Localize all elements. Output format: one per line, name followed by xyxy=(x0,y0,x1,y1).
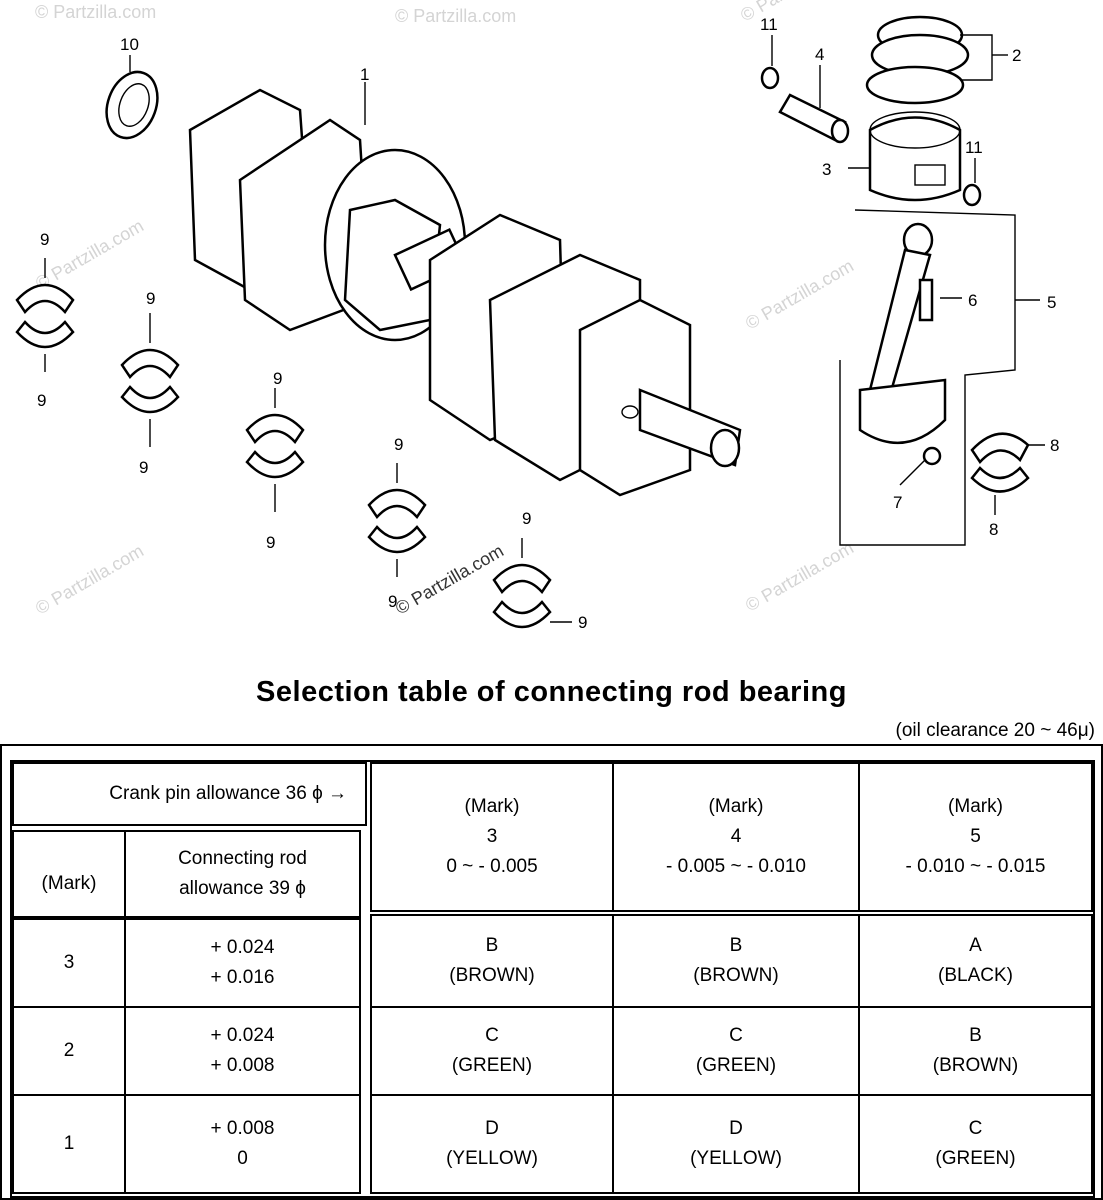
bearing-grade-label: D (YELLOW) xyxy=(446,1118,538,1169)
row-allowance-label: + 0.008 0 xyxy=(210,1118,275,1169)
piston-rings-icon xyxy=(865,15,1008,105)
row-mark-3: 3 xyxy=(12,918,126,1008)
column-header-label: (Mark) 5 - 0.010 ~ - 0.015 xyxy=(905,796,1046,877)
column-header-label: (Mark) 3 0 ~ - 0.005 xyxy=(446,796,538,877)
callout-label: 11 xyxy=(760,15,778,34)
row-allowance-2: + 0.024 + 0.008 xyxy=(124,1006,361,1096)
watermark: © Partzilla.com xyxy=(742,255,857,333)
piston-icon xyxy=(848,111,962,202)
bearing-grade-label: B (BROWN) xyxy=(932,1025,1019,1076)
column-header-mark-4: (Mark) 4 - 0.005 ~ - 0.010 xyxy=(612,762,860,912)
watermark: © Partzilla.com xyxy=(392,540,507,618)
table-title: Selection table of connecting rod bearin… xyxy=(256,676,847,708)
callout-label: 2 xyxy=(1012,46,1021,65)
row-allowance-label: + 0.024 + 0.008 xyxy=(210,1025,275,1076)
rod-bearing-icon xyxy=(970,432,1045,515)
connecting-rod-icon xyxy=(839,209,1040,546)
callout-label: 9 xyxy=(394,435,403,454)
table-cell: C (GREEN) xyxy=(370,1006,614,1096)
callout-label: 9 xyxy=(388,592,397,611)
bearing-grade-label: D (YELLOW) xyxy=(690,1118,782,1169)
table-cell: A (BLACK) xyxy=(858,914,1093,1008)
table-cell: C (GREEN) xyxy=(858,1094,1093,1194)
callout-label: 9 xyxy=(139,458,148,477)
rod-mark-header: (Mark) xyxy=(12,830,126,918)
callout-label: 9 xyxy=(273,369,282,388)
row-allowance-1: + 0.008 0 xyxy=(124,1094,361,1194)
rod-allowance-header-label: Connecting rod allowance 39 ϕ xyxy=(178,848,307,899)
callout-label: 10 xyxy=(120,35,139,54)
column-header-mark-5: (Mark) 5 - 0.010 ~ - 0.015 xyxy=(858,762,1093,912)
rod-allowance-header: Connecting rod allowance 39 ϕ xyxy=(124,830,361,918)
table-cell: D (YELLOW) xyxy=(370,1094,614,1194)
row-mark-label: 1 xyxy=(63,1133,75,1154)
callout-label: 11 xyxy=(965,138,983,157)
row-allowance-3: + 0.024 + 0.016 xyxy=(124,918,361,1008)
table-cell: C (GREEN) xyxy=(612,1006,860,1096)
rod-mark-header-label: (Mark) xyxy=(41,873,97,894)
callout-label: 8 xyxy=(989,520,998,539)
table-cell: B (BROWN) xyxy=(612,914,860,1008)
bearing-grade-label: C (GREEN) xyxy=(695,1025,777,1076)
row-allowance-label: + 0.024 + 0.016 xyxy=(210,937,275,988)
bearing-grade-label: B (BROWN) xyxy=(693,935,779,986)
watermark: © Partzilla.com xyxy=(742,537,857,615)
bearing-grade-label: C (GREEN) xyxy=(935,1118,1016,1169)
oil-clearance-note: (oil clearance 20 ~ 46μ) xyxy=(895,720,1095,741)
watermark: © Partzilla.com xyxy=(737,0,852,25)
watermark: © Partzilla.com xyxy=(32,215,147,293)
callout-label: 9 xyxy=(266,533,275,552)
watermark: © Partzilla.com xyxy=(32,540,147,618)
callout-label: 6 xyxy=(968,291,977,310)
oil-seal-icon xyxy=(105,55,159,140)
callout-label: 5 xyxy=(1047,293,1056,312)
watermark: © Partzilla.com xyxy=(35,2,156,22)
row-mark-2: 2 xyxy=(12,1006,126,1096)
circlip-icon xyxy=(760,35,982,207)
callout-label: 9 xyxy=(522,509,531,528)
main-bearings-icon xyxy=(15,258,572,629)
table-cell: B (BROWN) xyxy=(370,914,614,1008)
callout-label: 4 xyxy=(815,45,824,64)
row-mark-label: 2 xyxy=(63,1040,75,1061)
piston-pin-icon xyxy=(778,65,850,144)
bearing-grade-label: B (BROWN) xyxy=(449,935,535,986)
crankshaft-icon xyxy=(188,82,742,497)
callout-label: 9 xyxy=(146,289,155,308)
callout-label: 7 xyxy=(893,493,902,512)
callout-label: 9 xyxy=(37,391,46,410)
callout-label: 8 xyxy=(1050,436,1059,455)
watermark: © Partzilla.com xyxy=(395,6,516,26)
column-header-mark-3: (Mark) 3 0 ~ - 0.005 xyxy=(370,762,614,912)
crank-pin-header-label: Crank pin allowance 36 ϕ → xyxy=(109,783,347,804)
bearing-grade-label: C (GREEN) xyxy=(451,1025,533,1076)
bearing-grade-label: A (BLACK) xyxy=(938,935,1013,986)
row-mark-1: 1 xyxy=(12,1094,126,1194)
crank-pin-header: Crank pin allowance 36 ϕ → xyxy=(12,762,367,826)
callout-label: 9 xyxy=(578,613,587,632)
parts-diagram: © Partzilla.com © Partzilla.com © Partzi… xyxy=(15,0,1059,632)
column-header-label: (Mark) 4 - 0.005 ~ - 0.010 xyxy=(666,796,806,877)
row-mark-label: 3 xyxy=(63,952,75,973)
table-inner-frame xyxy=(10,760,1095,1198)
table-cell: D (YELLOW) xyxy=(612,1094,860,1194)
bearing-selection-table: Crank pin allowance 36 ϕ → (Mark) Connec… xyxy=(0,744,1103,1200)
table-cell: B (BROWN) xyxy=(858,1006,1093,1096)
callout-label: 1 xyxy=(360,65,369,84)
callout-label: 9 xyxy=(40,230,49,249)
callout-labels: 1 2 3 4 5 6 7 8 8 9 9 9 9 9 9 9 9 9 9 10… xyxy=(37,15,1059,632)
callout-label: 3 xyxy=(822,160,831,179)
